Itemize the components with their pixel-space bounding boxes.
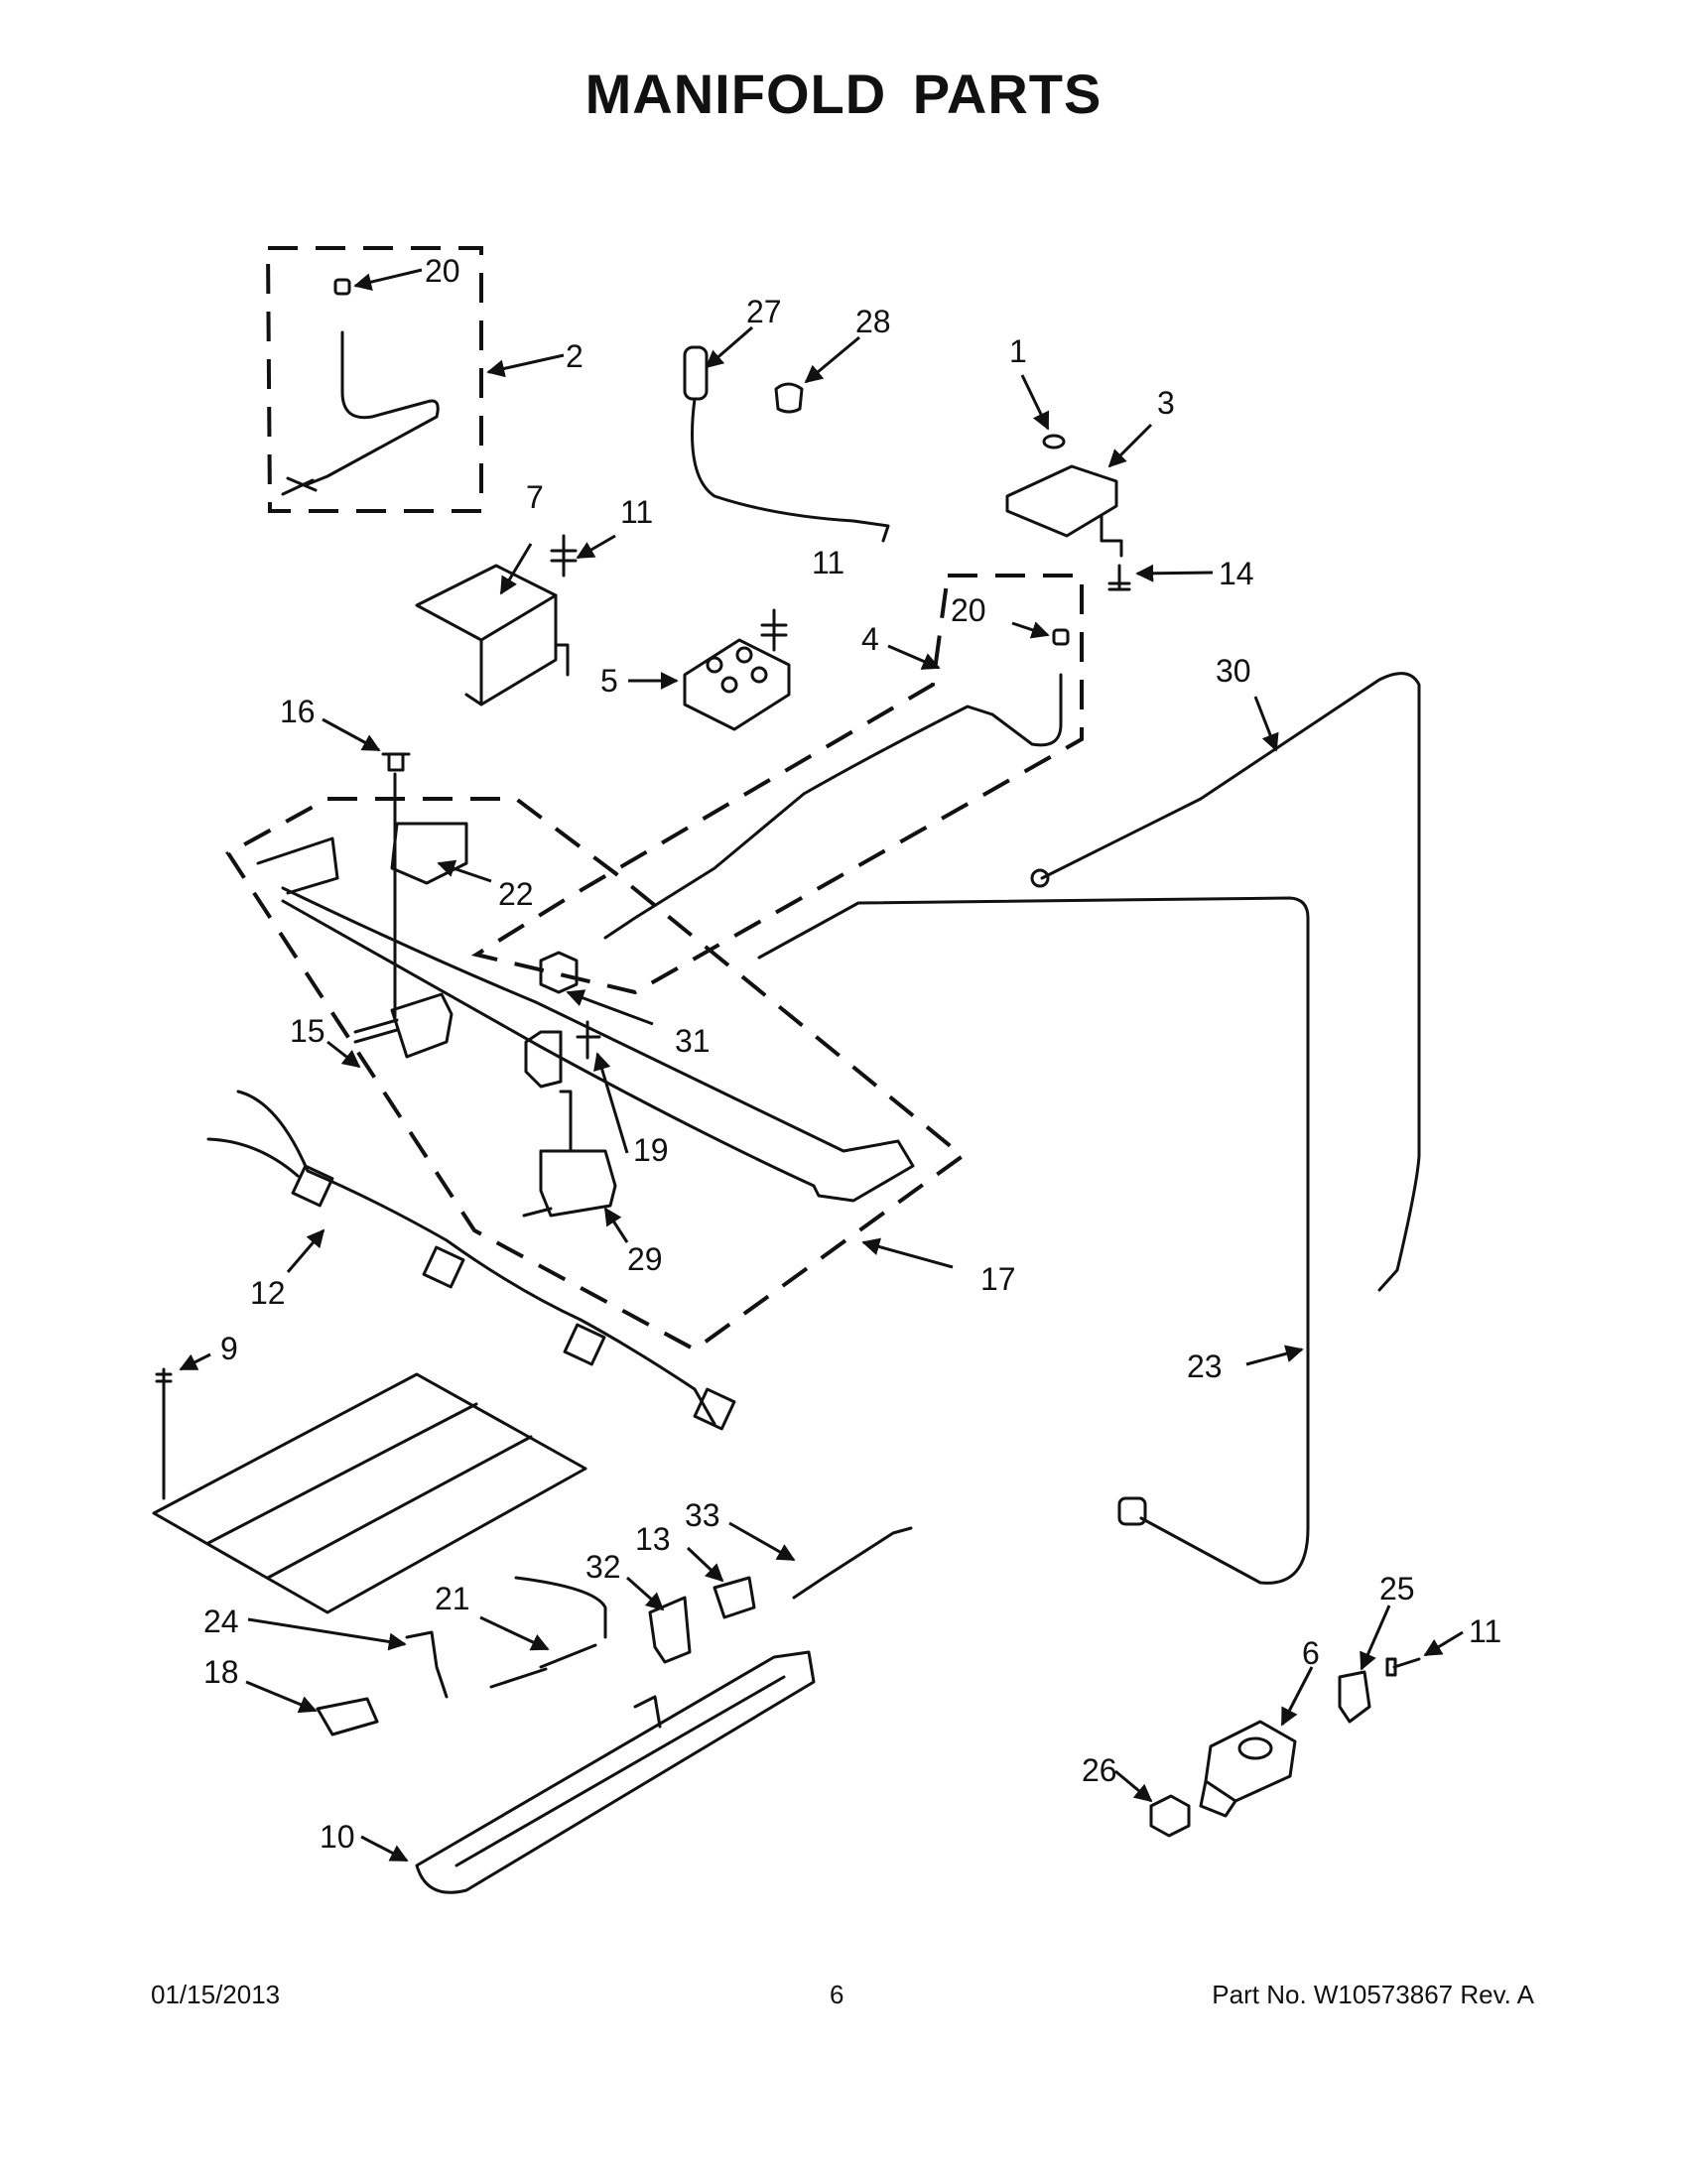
callout-33: 33 (685, 1497, 720, 1533)
part-switch-29 (522, 1020, 617, 1218)
part-screw-16 (381, 752, 411, 772)
part-bracket-32 (648, 1596, 692, 1664)
part-screw-11-lower (1385, 1657, 1421, 1677)
callout-10: 10 (320, 1819, 355, 1855)
callout-7: 7 (526, 479, 544, 515)
leader-arrows (179, 268, 1464, 1863)
callout-30: 30 (1216, 653, 1251, 689)
callout-16: 16 (280, 694, 316, 729)
callout-24: 24 (203, 1604, 239, 1639)
callout-2: 2 (566, 338, 584, 374)
part-panel-9 (152, 1367, 587, 1614)
part-tube-2 (281, 278, 440, 496)
callout-5: 5 (600, 663, 618, 699)
callout-19: 19 (633, 1132, 669, 1168)
callout-25: 25 (1379, 1571, 1415, 1606)
part-wire-27 (683, 345, 890, 543)
parts (152, 278, 1421, 1894)
assembly-box-2 (265, 246, 483, 513)
callout-11-a: 11 (620, 494, 653, 530)
callout-13: 13 (635, 1521, 671, 1557)
callout-11-c: 11 (1469, 1613, 1501, 1649)
callout-11-b: 11 (812, 545, 844, 580)
callout-1: 1 (1009, 333, 1027, 369)
assembly-box-4 (470, 574, 1084, 995)
part-tube-23 (757, 896, 1310, 1585)
callout-32: 32 (585, 1549, 621, 1585)
callout-22: 22 (498, 876, 534, 912)
callout-14: 14 (1219, 556, 1254, 591)
part-bracket-25 (1338, 1670, 1371, 1724)
callout-27: 27 (746, 294, 782, 329)
callout-26: 26 (1082, 1752, 1117, 1788)
callout-23: 23 (1187, 1349, 1223, 1384)
assembly-box-17 (225, 797, 967, 1352)
callout-28: 28 (855, 304, 891, 339)
callout-20-top: 20 (425, 253, 460, 289)
page-title: MANIFOLD PARTS (584, 63, 1103, 125)
part-manifold-17 (256, 822, 915, 1203)
part-harness-12 (206, 1090, 736, 1431)
callout-6: 6 (1302, 1635, 1320, 1671)
footer-page-number: 6 (830, 1980, 844, 2009)
callout-18: 18 (203, 1654, 239, 1690)
part-igniter-21 (489, 1576, 607, 1689)
part-burner-10 (415, 1650, 816, 1894)
part-clip-18 (316, 1697, 379, 1736)
callout-labels: 20 2 27 28 1 3 14 7 11 11 5 4 20 30 16 2… (203, 253, 1501, 1855)
footer-date: 01/15/2013 (151, 1980, 281, 2009)
part-bracket-3 (1005, 434, 1131, 591)
callout-9: 9 (220, 1331, 238, 1366)
part-23-fitting (1117, 1496, 1147, 1526)
callout-20-mid: 20 (951, 592, 986, 628)
callout-15: 15 (290, 1013, 325, 1049)
part-tube-30 (1040, 672, 1421, 1292)
part-clip-24 (405, 1630, 449, 1699)
part-valve-15 (353, 772, 454, 1059)
part-grommet-28 (774, 382, 804, 414)
part-thermocouple-33 (792, 1526, 913, 1600)
dashed-assembly-boxes (225, 246, 1084, 1352)
part-fitting-31 (539, 951, 579, 994)
callout-17: 17 (980, 1261, 1016, 1297)
part-tube-4 (603, 628, 1070, 940)
callout-12: 12 (250, 1275, 286, 1311)
callout-31: 31 (675, 1023, 711, 1059)
part-30-fitting (1030, 868, 1050, 888)
part-clip-13 (713, 1576, 756, 1619)
callout-3: 3 (1157, 385, 1175, 421)
callout-21: 21 (435, 1581, 470, 1616)
part-cover-7 (415, 534, 578, 707)
part-terminal-block-5 (683, 608, 791, 731)
callout-4: 4 (861, 621, 879, 657)
part-fitting-26 (1149, 1794, 1191, 1838)
part-regulator-6 (1199, 1720, 1297, 1818)
callout-29: 29 (627, 1241, 663, 1277)
footer-part-number: Part No. W10573867 Rev. A (1212, 1980, 1534, 2009)
